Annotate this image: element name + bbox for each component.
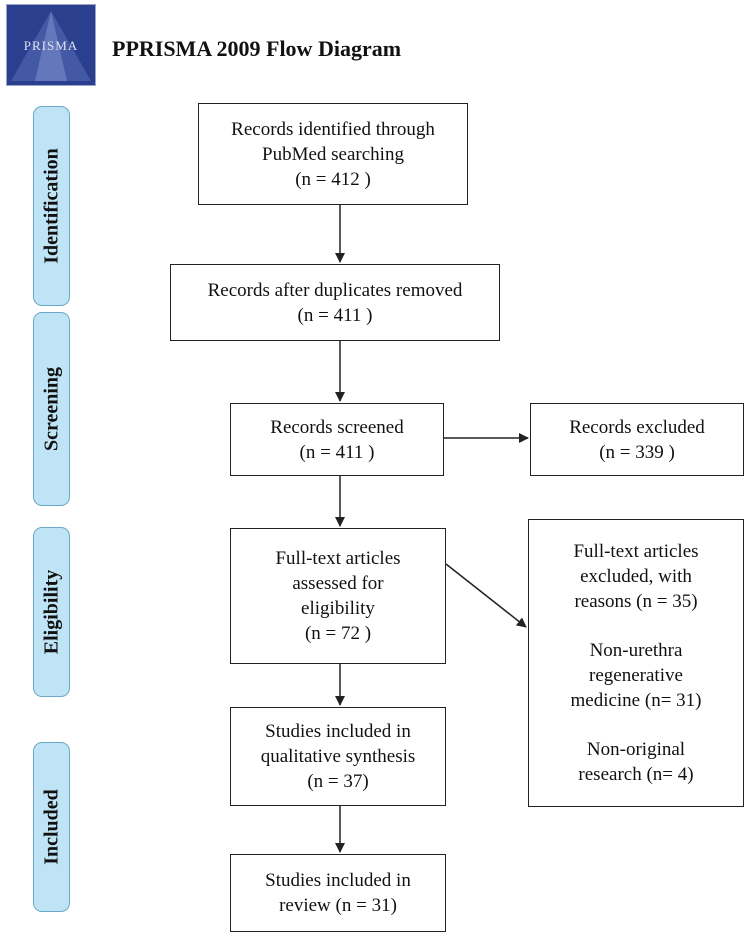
box-text: reasons (n = 35) [574, 591, 698, 612]
box-text: regenerative [589, 665, 683, 686]
box-text: Records identified through [231, 118, 435, 140]
logo-text: PRISMA [23, 38, 79, 53]
prisma-logo: PRISMA [6, 4, 96, 86]
phase-identification: Identification [33, 106, 70, 306]
box-text: qualitative synthesis [260, 746, 416, 767]
box-text: Records screened [270, 416, 404, 438]
box-text: assessed for [292, 573, 384, 594]
box-text: Records after duplicates removed [207, 279, 463, 301]
spacer [529, 614, 743, 638]
box-text: Records excluded [569, 416, 705, 438]
spacer [529, 713, 743, 737]
box-qualitative-synthesis: Studies included in qualitative synthesi… [230, 707, 446, 806]
arrow-fulltext-to-fulltext-excluded [445, 563, 527, 628]
box-count: (n = 339 ) [599, 441, 675, 463]
box-text: excluded, with [580, 566, 692, 587]
phase-included: Included [33, 742, 70, 912]
box-text: Full-text articles [573, 541, 699, 562]
logo-triangle-icon [11, 11, 91, 81]
box-included-in-review: Studies included in review (n = 31) [230, 854, 446, 932]
box-records-identified: Records identified through PubMed search… [198, 103, 468, 205]
box-text: Full-text articles [275, 548, 401, 569]
box-count: (n = 72 ) [304, 623, 372, 644]
phase-eligibility: Eligibility [33, 527, 70, 697]
box-fulltext-excluded: Full-text articles excluded, with reason… [528, 519, 744, 807]
box-count: (n = 411 ) [299, 441, 375, 463]
box-text: research (n= 4) [578, 764, 694, 785]
box-text: Non-urethra [589, 640, 683, 661]
box-count: (n = 37) [307, 771, 369, 792]
box-text: eligibility [301, 598, 375, 619]
box-text: review (n = 31) [279, 895, 397, 916]
phase-screening: Screening [33, 312, 70, 506]
box-count: (n = 412 ) [295, 168, 371, 190]
box-text: PubMed searching [262, 143, 404, 165]
box-text: Non-original [586, 739, 686, 760]
box-fulltext-assessed: Full-text articles assessed for eligibil… [230, 528, 446, 664]
box-records-screened: Records screened (n = 411 ) [230, 403, 444, 476]
box-text: Studies included in [265, 870, 411, 891]
box-text: Studies included in [265, 721, 411, 742]
box-count: (n = 411 ) [297, 304, 373, 326]
box-text: medicine (n= 31) [570, 690, 702, 711]
box-records-after-duplicates: Records after duplicates removed (n = 41… [170, 264, 500, 341]
page-title: PPRISMA 2009 Flow Diagram [112, 36, 402, 61]
box-records-excluded: Records excluded (n = 339 ) [530, 403, 744, 476]
